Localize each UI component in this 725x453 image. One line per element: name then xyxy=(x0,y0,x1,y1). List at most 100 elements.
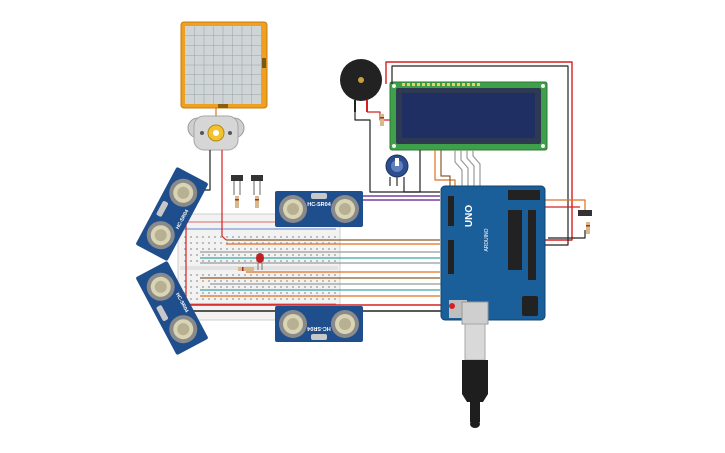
arduino-model: UNO xyxy=(464,205,475,227)
breadboard-hole xyxy=(220,292,222,294)
breadboard-hole xyxy=(292,254,294,256)
arduino-uno[interactable]: UNO ARDUINO xyxy=(440,185,546,321)
lcd-pin xyxy=(432,83,435,86)
breadboard-hole xyxy=(220,274,222,276)
breadboard-hole xyxy=(232,286,234,288)
dc-motor[interactable] xyxy=(187,115,245,151)
breadboard-hole xyxy=(190,260,192,262)
breadboard-hole xyxy=(334,280,336,282)
lcd-display[interactable] xyxy=(389,81,548,151)
breadboard-hole xyxy=(202,248,204,250)
breadboard-hole xyxy=(190,292,192,294)
breadboard-hole xyxy=(286,260,288,262)
breadboard-hole xyxy=(328,242,330,244)
breadboard-hole xyxy=(190,248,192,250)
breadboard-hole xyxy=(208,248,210,250)
breadboard-hole xyxy=(298,260,300,262)
breadboard-hole xyxy=(202,280,204,282)
breadboard-hole xyxy=(262,236,264,238)
breadboard-hole xyxy=(316,292,318,294)
breadboard-hole xyxy=(244,286,246,288)
breadboard-hole xyxy=(286,298,288,300)
breadboard-hole xyxy=(280,298,282,300)
breadboard-hole xyxy=(316,254,318,256)
breadboard-hole xyxy=(232,254,234,256)
resistor-left[interactable] xyxy=(235,196,239,208)
breadboard-hole xyxy=(202,292,204,294)
breadboard-hole xyxy=(304,274,306,276)
breadboard-hole xyxy=(310,280,312,282)
breadboard-hole xyxy=(226,242,228,244)
breadboard-hole xyxy=(304,260,306,262)
breadboard-hole xyxy=(214,286,216,288)
potentiometer[interactable] xyxy=(385,154,409,186)
breadboard-hole xyxy=(292,280,294,282)
breadboard-hole xyxy=(262,280,264,282)
pushbutton-side[interactable] xyxy=(578,210,592,234)
wire-5v xyxy=(385,61,573,241)
breadboard-hole xyxy=(286,254,288,256)
breadboard-hole xyxy=(298,242,300,244)
pushbutton-right[interactable] xyxy=(251,175,263,195)
breadboard-hole xyxy=(274,236,276,238)
breadboard-hole xyxy=(202,260,204,262)
breadboard-hole xyxy=(238,274,240,276)
ultrasonic-sensor-top[interactable]: HC-SR04 xyxy=(275,191,363,227)
ultrasonic-sensor-left-bottom[interactable]: HC-SR04 xyxy=(135,261,208,356)
breadboard-hole xyxy=(304,248,306,250)
breadboard-hole xyxy=(244,242,246,244)
breadboard-hole xyxy=(226,298,228,300)
pushbutton-left[interactable] xyxy=(231,175,243,195)
breadboard-hole xyxy=(286,242,288,244)
breadboard-hole xyxy=(256,248,258,250)
breadboard-hole xyxy=(316,242,318,244)
breadboard-hole xyxy=(256,298,258,300)
breadboard-hole xyxy=(184,280,186,282)
breadboard-hole xyxy=(334,286,336,288)
breadboard-hole xyxy=(184,254,186,256)
breadboard-hole xyxy=(280,254,282,256)
resistor-right[interactable] xyxy=(255,196,259,208)
resistor-buzzer[interactable] xyxy=(380,114,384,126)
breadboard-hole xyxy=(220,280,222,282)
breadboard-hole xyxy=(238,242,240,244)
lcd-pin xyxy=(422,83,425,86)
sensor-label: HC-SR04 xyxy=(306,325,330,331)
breadboard-hole xyxy=(190,242,192,244)
breadboard-hole xyxy=(268,280,270,282)
lcd-pin xyxy=(447,83,450,86)
ultrasonic-sensor-left-top[interactable]: HC-SR04 xyxy=(135,167,208,262)
breadboard-hole xyxy=(298,248,300,250)
breadboard-hole xyxy=(262,292,264,294)
lcd-pin xyxy=(462,83,465,86)
breadboard-hole xyxy=(268,292,270,294)
breadboard[interactable] xyxy=(177,213,341,321)
breadboard-hole xyxy=(214,236,216,238)
breadboard-hole xyxy=(196,260,198,262)
breadboard-hole xyxy=(250,242,252,244)
usb-cable[interactable] xyxy=(461,301,489,428)
breadboard-hole xyxy=(220,248,222,250)
breadboard-hole xyxy=(328,260,330,262)
breadboard-hole xyxy=(292,274,294,276)
resistor-led[interactable] xyxy=(238,267,254,271)
breadboard-hole xyxy=(196,298,198,300)
breadboard-hole xyxy=(220,254,222,256)
breadboard-hole xyxy=(196,286,198,288)
breadboard-hole xyxy=(220,286,222,288)
piezo-buzzer[interactable] xyxy=(340,59,382,112)
graph-display[interactable] xyxy=(180,21,268,109)
lcd-pin xyxy=(417,83,420,86)
breadboard-hole xyxy=(322,236,324,238)
led-red[interactable] xyxy=(256,253,264,270)
breadboard-hole xyxy=(274,280,276,282)
ultrasonic-sensor-bottom[interactable]: HC-SR04 xyxy=(275,306,363,342)
breadboard-hole xyxy=(280,260,282,262)
breadboard-hole xyxy=(208,242,210,244)
breadboard-hole xyxy=(274,298,276,300)
breadboard-hole xyxy=(292,260,294,262)
breadboard-hole xyxy=(202,236,204,238)
breadboard-hole xyxy=(244,236,246,238)
breadboard-hole xyxy=(328,280,330,282)
